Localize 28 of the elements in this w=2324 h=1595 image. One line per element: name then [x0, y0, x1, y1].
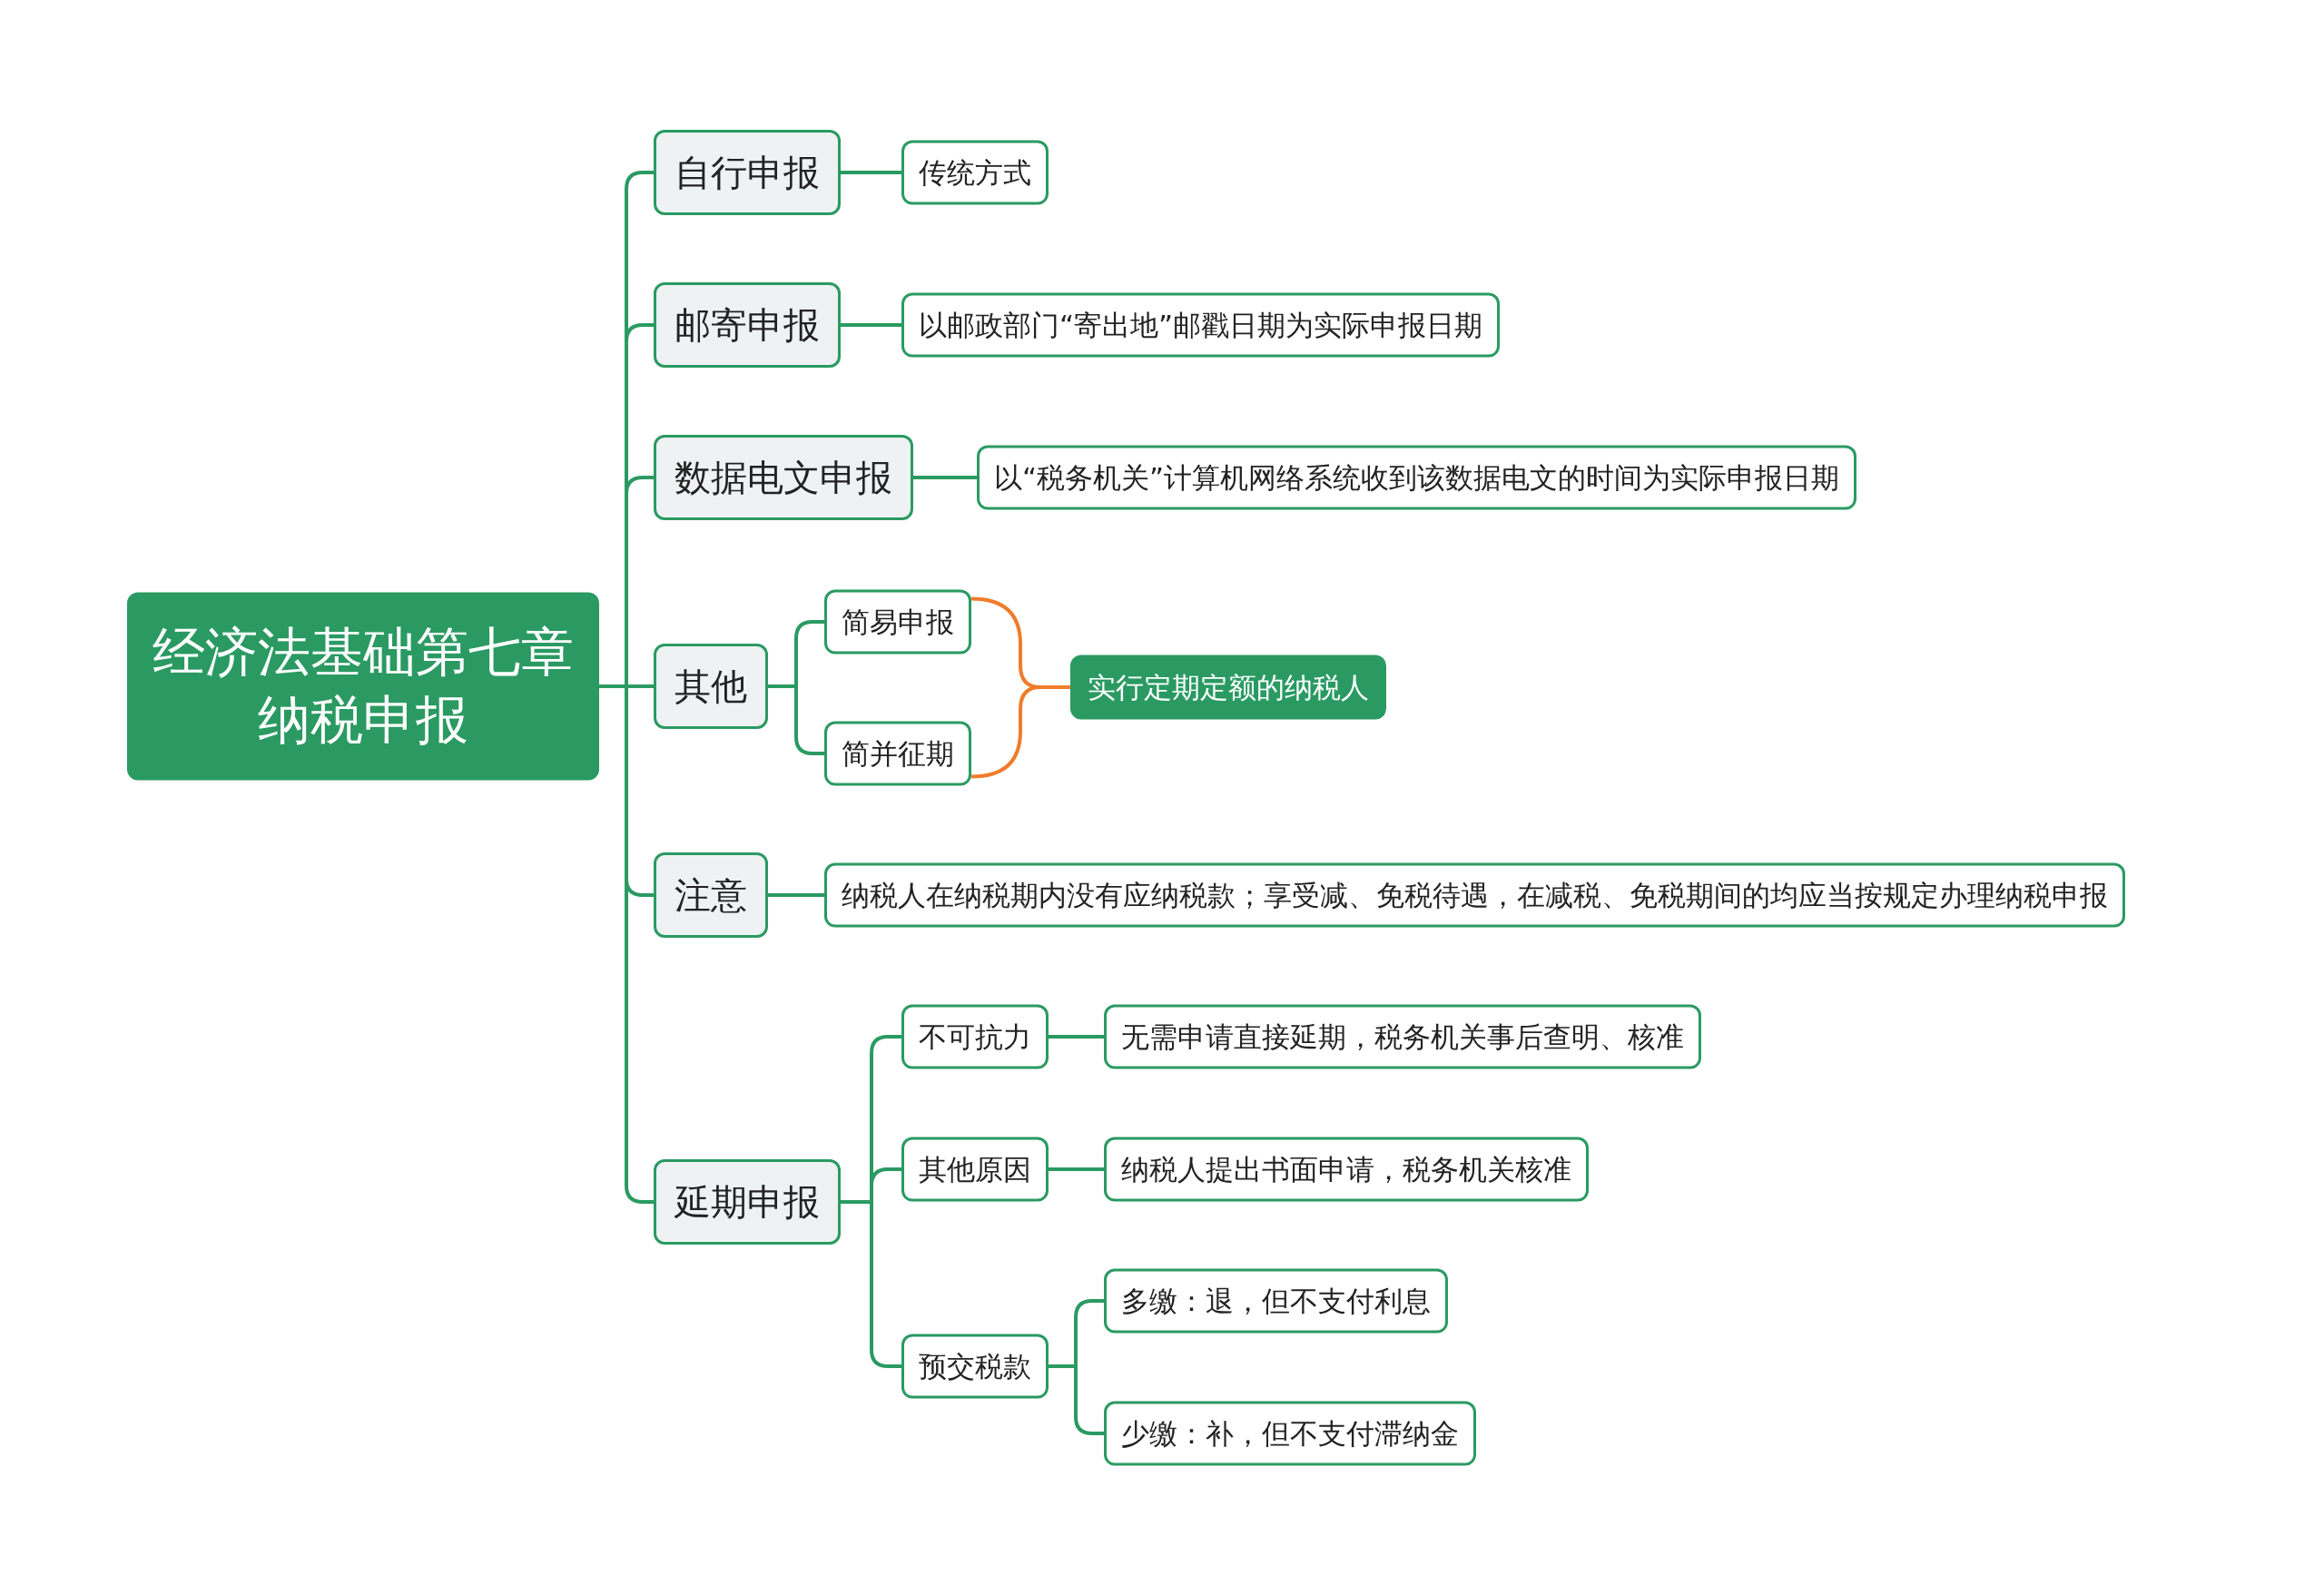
subtopic-box: 纳税人提出书面申请，税务机关核准 [1104, 1137, 1589, 1202]
summary-box: 实行定期定额的纳税人 [1070, 655, 1386, 720]
connector-line [841, 171, 901, 174]
brace-connector [970, 685, 1070, 779]
topic-box: 注意 [654, 852, 768, 938]
topic-box: 邮寄申报 [654, 282, 841, 368]
subtopic-box: 其他原因 [901, 1137, 1049, 1202]
subtopic-box: 简并征期 [824, 721, 971, 786]
subtopic-box: 多缴：退，但不支付利息 [1104, 1268, 1448, 1334]
topic-box: 自行申报 [654, 130, 841, 215]
connector-line [1049, 1035, 1104, 1039]
connector-line [768, 893, 824, 897]
connector-line [913, 476, 977, 479]
subtopic-box: 少缴：补，但不支付滞纳金 [1104, 1401, 1476, 1466]
subtopic-box: 传统方式 [901, 140, 1049, 205]
subtopic-box: 以邮政部门“寄出地”邮戳日期为实际申报日期 [901, 292, 1501, 358]
topic-box: 延期申报 [654, 1159, 841, 1245]
subtopic-box: 以“税务机关”计算机网络系统收到该数据电文的时间为实际申报日期 [977, 445, 1857, 510]
topic-box: 数据电文申报 [654, 435, 913, 520]
subtopic-box: 预交税款 [901, 1334, 1049, 1399]
subtopic-box: 无需申请直接延期，税务机关事后查明、核准 [1104, 1004, 1701, 1069]
topic-box: 其他 [654, 644, 768, 729]
connector-line [1049, 1167, 1104, 1171]
connector-line [841, 323, 901, 327]
subtopic-box: 不可抗力 [901, 1004, 1049, 1069]
root-topic: 经济法基础第七章纳税申报 [127, 592, 599, 781]
subtopic-box: 纳税人在纳税期内没有应纳税款；享受减、免税待遇，在减税、免税期间的均应当按规定办理纳税申报 [824, 862, 2125, 928]
subtopic-box: 简易申报 [824, 589, 971, 655]
